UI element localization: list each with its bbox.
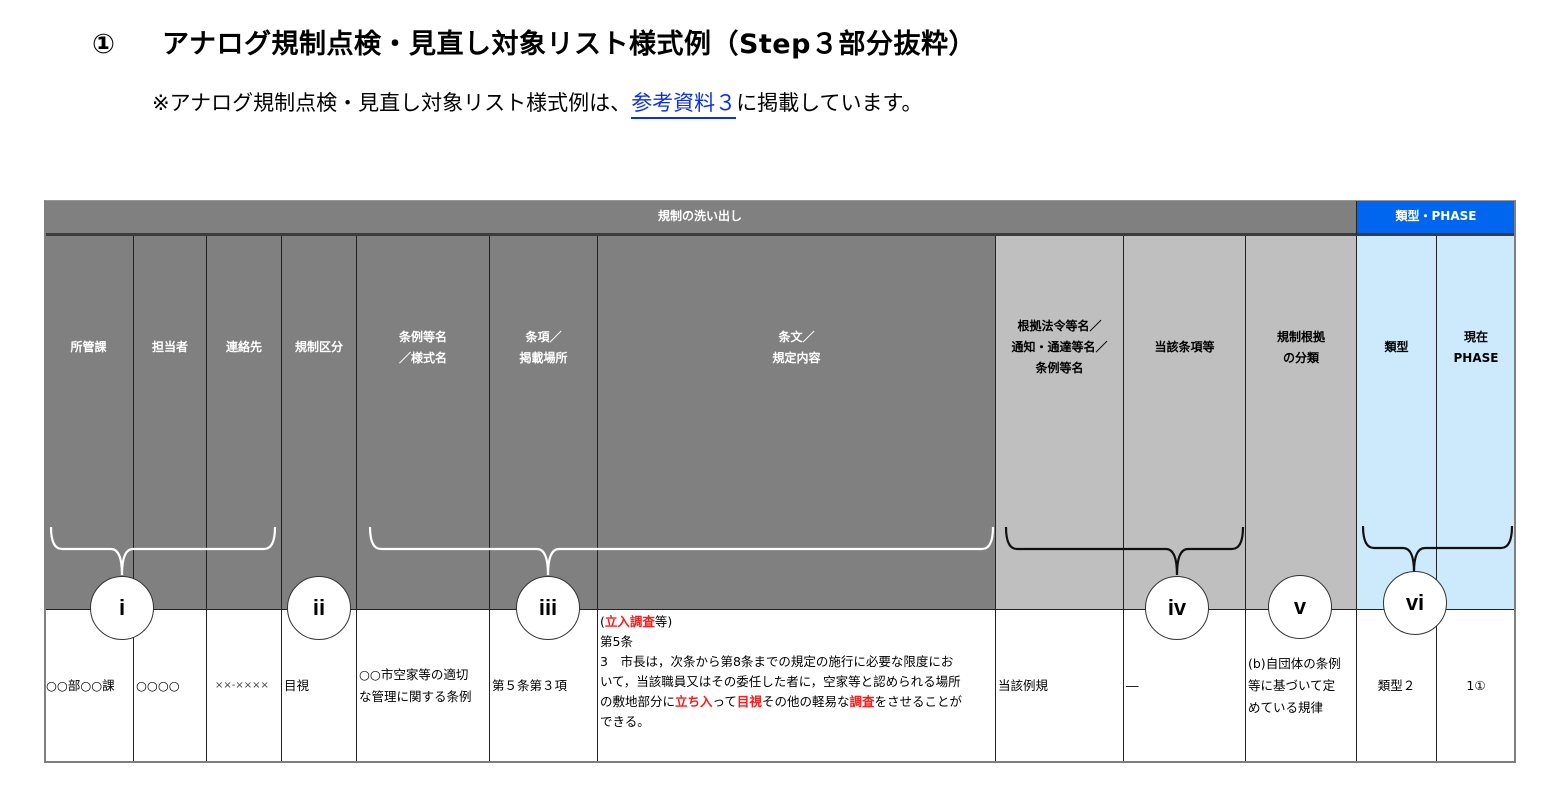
header-basis-class: 規制根拠の分類 <box>1246 236 1357 610</box>
article-highlight: 調査 <box>849 694 875 709</box>
cell-text: ○○市空家等の適切 <box>359 667 469 683</box>
cell-person: ○○○○ <box>134 610 207 763</box>
article-text-span: の敷地部分に <box>600 694 676 709</box>
header-ordinance-name: 条例等名 ／様式名 <box>357 236 490 610</box>
header-label: 根拠法令等名／ <box>1017 319 1102 333</box>
marker-vi: vi <box>1383 571 1447 635</box>
header-label: 連絡先 <box>225 340 262 354</box>
article-heading-highlight: 立入調査 <box>604 614 655 629</box>
marker-ii: ii <box>287 576 351 640</box>
header-label: 所管課 <box>70 340 107 354</box>
marker-iv: iv <box>1145 576 1209 640</box>
article-line: できる。 <box>600 714 650 729</box>
header-basis-law: 根拠法令等名／ 通知・通達等名／ 条例等名 <box>996 236 1124 610</box>
note-suffix: に掲載しています。 <box>736 91 923 115</box>
band-regulation-extraction: 規制の洗い出し <box>44 200 1357 236</box>
header-contact: 連絡先 <box>207 236 282 610</box>
cell-text: な管理に関する条例 <box>359 689 472 704</box>
header-label: 通知・通達等名／ <box>1011 340 1108 354</box>
marker-i: i <box>90 576 154 640</box>
cell-text: 等に基づいて定 <box>1248 678 1336 694</box>
header-category: 規制区分 <box>282 236 357 610</box>
reference-link[interactable]: 参考資料３ <box>631 91 737 119</box>
cell-basis-law: 当該例規 <box>996 610 1124 763</box>
article-line: いて，当該職員又はその委任した者に，空家等と認められる場所 <box>600 674 961 689</box>
header-label: の分類 <box>1282 350 1319 365</box>
article-text-span: その他の軽易な <box>761 694 850 709</box>
cell-ordinance-name: ○○市空家等の適切 な管理に関する条例 <box>357 610 490 763</box>
cell-current-phase: 1① <box>1437 610 1516 763</box>
marker-v: v <box>1268 575 1332 639</box>
header-label: 類型 <box>1384 340 1409 354</box>
header-label: 担当者 <box>151 340 188 354</box>
header-label: 条例等名 <box>1035 361 1084 375</box>
header-label: 当該条項等 <box>1154 340 1215 354</box>
cell-article-text: (立入調査等) 第5条 3 市長は，次条から第8条までの規定の施行に必要な限度に… <box>598 610 996 763</box>
band-type-phase: 類型・PHASE <box>1357 200 1516 236</box>
article-number: 第5条 <box>600 634 633 649</box>
article-text-span: って <box>712 694 737 709</box>
cell-text: めている規律 <box>1248 699 1324 715</box>
title-text: アナログ規制点検・見直し対象リスト様式例（Step３部分抜粋） <box>162 29 976 60</box>
header-current-phase: 現在 PHASE <box>1437 236 1516 610</box>
article-text: (立入調査等) 第5条 3 市長は，次条から第8条までの規定の施行に必要な限度に… <box>600 610 962 732</box>
header-label: 条項／ <box>525 329 562 344</box>
marker-iii: iii <box>516 576 580 640</box>
article-paren: ( <box>600 614 605 629</box>
header-label: 条文／ <box>778 329 815 344</box>
cell-contact: ××-×××× <box>207 610 282 763</box>
page-title: ① アナログ規制点検・見直し対象リスト様式例（Step３部分抜粋） <box>92 22 976 61</box>
reference-note: ※アナログ規制点検・見直し対象リスト様式例は、参考資料３に掲載しています。 <box>152 87 923 119</box>
header-label: 規制根拠 <box>1276 329 1325 344</box>
cell-text: (b)自団体の条例 <box>1248 656 1341 672</box>
article-text-span: をさせることが <box>874 694 962 709</box>
header-label: 規定内容 <box>772 350 821 365</box>
header-person: 担当者 <box>134 236 207 610</box>
article-heading-rest: 等) <box>654 614 673 629</box>
header-label: 掲載場所 <box>519 350 568 365</box>
header-label: PHASE <box>1453 350 1499 365</box>
cell-type: 類型２ <box>1357 610 1437 763</box>
header-type: 類型 <box>1357 236 1437 610</box>
header-label: 条例等名 <box>398 329 447 344</box>
header-clause: 条項／ 掲載場所 <box>490 236 598 610</box>
article-highlight: 目視 <box>736 694 762 709</box>
header-department: 所管課 <box>44 236 134 610</box>
title-number: ① <box>92 29 116 60</box>
header-article-text: 条文／ 規定内容 <box>598 236 996 610</box>
regulation-list-table: 規制の洗い出し 類型・PHASE 所管課 担当者 連絡先 規制区分 条例等名 ／様… <box>44 200 1516 763</box>
header-label: 規制区分 <box>294 340 343 354</box>
header-label: ／様式名 <box>398 350 447 365</box>
header-basis-clause: 当該条項等 <box>1124 236 1246 610</box>
article-highlight: 立ち入 <box>675 694 713 709</box>
note-prefix: ※アナログ規制点検・見直し対象リスト様式例は、 <box>152 91 632 115</box>
article-line: 3 市長は，次条から第8条までの規定の施行に必要な限度にお <box>600 654 954 669</box>
header-label: 現在 <box>1463 329 1488 344</box>
